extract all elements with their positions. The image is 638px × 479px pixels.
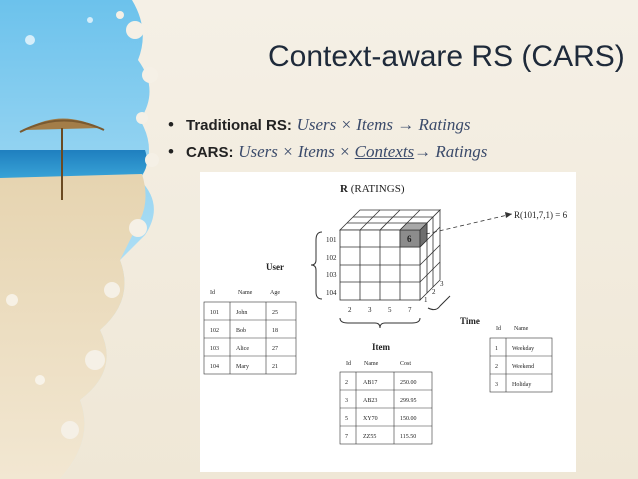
bullet-dot: •	[168, 139, 186, 165]
arrow-icon: →	[397, 115, 414, 134]
table-cell: 3	[345, 398, 348, 404]
table-cell: 150.00	[400, 416, 417, 422]
table-cell: Weekend	[512, 364, 534, 370]
table-header: Name	[364, 361, 379, 367]
table-header: Id	[496, 326, 501, 332]
slide-title: Context-aware RS (CARS)	[268, 40, 625, 74]
user-id-label: 101	[326, 236, 337, 244]
table-cell: ZZ55	[363, 434, 376, 440]
ratings-cube-figure: R (RATINGS)	[200, 172, 576, 472]
table-cell: John	[236, 310, 247, 316]
table-cell: 7	[345, 434, 348, 440]
item-table: Id Name Cost 2 AB17 250.00 3 AB23 299.95…	[340, 361, 432, 444]
beach-image	[0, 0, 190, 479]
table-header: Id	[346, 361, 351, 367]
table-cell: 5	[345, 416, 348, 422]
user-id-label: 102	[326, 254, 337, 262]
bullet-formula-post: Ratings	[414, 115, 470, 134]
table-cell: Mary	[236, 364, 249, 370]
bullet-label: Traditional RS:	[186, 117, 292, 134]
bullet-list: •Traditional RS: Users × Items → Ratings…	[168, 112, 487, 166]
time-table-title: Time	[460, 316, 480, 326]
table-cell: 27	[272, 346, 278, 352]
table-cell: 3	[495, 382, 498, 388]
time-table: Id Name 1 Weekday 2 Weekend 3 Holiday	[490, 326, 552, 392]
table-cell: 101	[210, 310, 219, 316]
table-cell: 103	[210, 346, 219, 352]
time-brace	[428, 296, 450, 310]
table-cell: Holiday	[512, 382, 531, 388]
table-cell: 25	[272, 310, 278, 316]
table-cell: 115.50	[400, 434, 416, 440]
bullet-dot: •	[168, 112, 186, 138]
time-id-label: 3	[440, 280, 444, 288]
user-table: Id Name Age 101 John 25 102 Bob 18 103 A…	[204, 290, 296, 374]
table-header: Age	[270, 290, 280, 296]
ratings-cube	[340, 210, 440, 300]
time-id-label: 1	[424, 296, 428, 304]
table-header: Name	[514, 326, 529, 332]
table-cell: 299.95	[400, 398, 417, 404]
figure-svg: R (RATINGS)	[200, 172, 576, 472]
table-cell: Weekday	[512, 346, 534, 352]
bullet-cars: •CARS: Users × Items × Contexts→ Ratings	[168, 139, 487, 166]
arrow-icon: →	[414, 142, 431, 161]
bullet-traditional-rs: •Traditional RS: Users × Items → Ratings	[168, 112, 487, 139]
table-header: Name	[238, 290, 253, 296]
table-cell: Alice	[236, 346, 249, 352]
table-cell: 1	[495, 346, 498, 352]
arrowhead-icon	[505, 212, 512, 218]
table-cell: 2	[345, 380, 348, 386]
bullet-label: CARS:	[186, 144, 234, 161]
table-cell: 2	[495, 364, 498, 370]
cube-title: R (RATINGS)	[340, 183, 405, 195]
table-cell: 18	[272, 328, 278, 334]
table-cell: AB17	[363, 380, 377, 386]
item-id-label: 2	[348, 306, 352, 314]
bullet-formula-post: Ratings	[431, 142, 487, 161]
table-cell: XY70	[363, 416, 378, 422]
user-id-label: 104	[326, 289, 337, 297]
bullet-formula-underlined: Contexts	[355, 142, 415, 161]
time-id-label: 2	[432, 288, 436, 296]
item-id-label: 5	[388, 306, 392, 314]
table-cell: 104	[210, 364, 219, 370]
user-table-title: User	[266, 262, 284, 272]
item-table-title: Item	[372, 342, 390, 352]
highlight-value: 6	[407, 234, 412, 244]
item-brace	[340, 318, 420, 328]
cube-annotation: R(101,7,1) = 6	[514, 210, 568, 220]
table-cell: 102	[210, 328, 219, 334]
user-id-label: 103	[326, 271, 337, 279]
table-cell: 21	[272, 364, 278, 370]
table-header: Cost	[400, 361, 411, 367]
table-cell: Bob	[236, 328, 246, 334]
bullet-formula-pre: Users × Items	[297, 115, 398, 134]
item-id-label: 3	[368, 306, 372, 314]
item-id-label: 7	[408, 306, 412, 314]
user-brace	[311, 232, 322, 299]
table-cell: 250.00	[400, 380, 417, 386]
table-cell: AB23	[363, 398, 377, 404]
bullet-formula-pre: Users × Items ×	[238, 142, 354, 161]
table-header: Id	[210, 290, 215, 296]
